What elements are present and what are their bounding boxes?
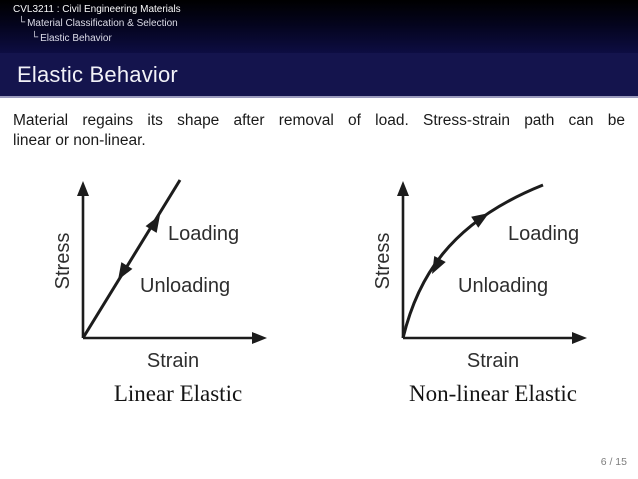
y-axis-arrowhead-icon [397,181,409,196]
linear-loading-curve [81,179,182,339]
breadcrumb-section-label: Material Classification & Selection [27,18,178,29]
breadcrumb-subsection: └Elastic Behavior [31,32,112,45]
tree-corner-icon: └ [31,32,39,43]
loading-arrowhead-icon [471,213,489,228]
header-breadcrumb-bar: CVL3211 : Civil Engineering Materials └M… [0,0,638,53]
unloading-arrowhead-icon [118,262,133,280]
caption-linear-elastic: Linear Elastic [113,381,243,406]
body-line: Material regains its shape after removal… [13,112,625,129]
body-line: linear or non-linear. [13,131,146,149]
loading-arrowhead-icon [145,215,160,233]
figure-linear-elastic: Loading Unloading Stress Strain [52,179,267,372]
unloading-label: Unloading [140,275,230,297]
unloading-label: Unloading [458,275,548,297]
stress-axis-label: Stress [52,233,74,290]
frame-title-bar: Elastic Behavior [0,53,638,98]
y-axis-arrowhead-icon [77,181,89,196]
stress-axis-label: Stress [372,233,394,290]
x-axis-arrowhead-icon [252,332,267,344]
strain-axis-label: Strain [147,350,199,372]
page-number: 6 / 15 [600,456,627,468]
breadcrumb-subsection-label: Elastic Behavior [40,33,112,44]
figure-nonlinear-elastic: Loading Unloading Stress Strain [372,181,587,372]
body-paragraph: Material regains its shape after removal… [13,111,625,150]
caption-nonlinear-elastic: Non-linear Elastic [409,381,577,406]
breadcrumb-section: └Material Classification & Selection [18,17,178,30]
tree-corner-icon: └ [18,17,26,28]
unloading-arrowhead-icon [432,255,446,274]
frame-title: Elastic Behavior [17,62,178,87]
breadcrumb-course: CVL3211 : Civil Engineering Materials [13,4,181,15]
strain-axis-label: Strain [467,350,519,372]
x-axis-arrowhead-icon [572,332,587,344]
loading-label: Loading [508,223,579,245]
loading-label: Loading [168,223,239,245]
nonlinear-loading-curve [401,183,544,339]
